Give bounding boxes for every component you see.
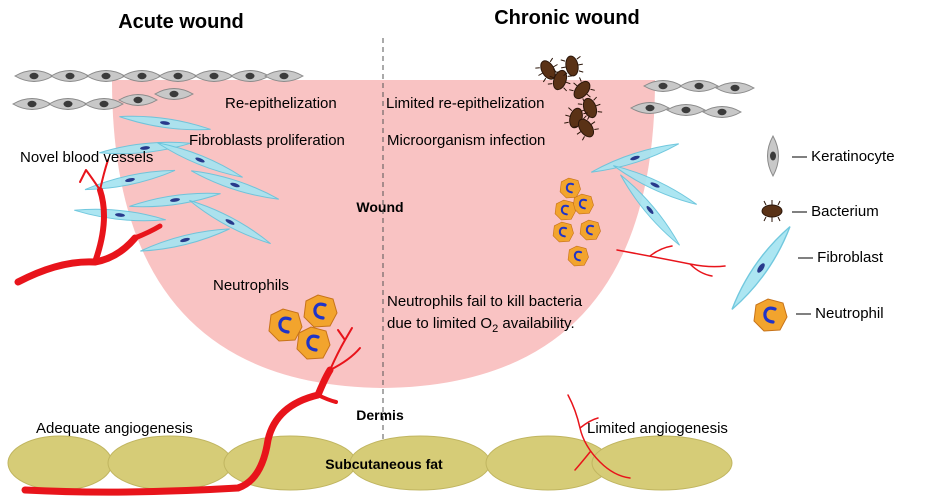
label-novel-blood-vessels: Novel blood vessels (20, 149, 153, 166)
blood-vessels (14, 159, 726, 496)
legend-bacterium-label: — Bacterium (792, 203, 879, 220)
legend-keratinocyte-label: — Keratinocyte (792, 148, 895, 165)
label-neutrophils: Neutrophils (213, 277, 289, 294)
label-microorganism-infection: Microorganism infection (387, 132, 545, 149)
legend-keratinocyte-icon (767, 134, 779, 178)
title-chronic: Chronic wound (494, 7, 640, 29)
label-fibroblasts-proliferation: Fibroblasts proliferation (189, 132, 345, 149)
label-dermis: Dermis (356, 407, 404, 423)
legend: — Keratinocyte — Bacterium — Fibroblast … (726, 134, 895, 333)
title-acute: Acute wound (118, 11, 244, 33)
label-neutrophils-fail-line2: due to limited O2 availability. (387, 315, 575, 335)
label-limited-angiogenesis: Limited angiogenesis (587, 420, 728, 437)
subcutaneous-fat-layer (7, 435, 733, 491)
label-wound: Wound (356, 199, 403, 215)
label-re-epithelization: Re-epithelization (225, 95, 337, 112)
label-subcutaneous-fat: Subcutaneous fat (325, 456, 443, 472)
legend-fibroblast-icon (726, 222, 796, 314)
wound-area (112, 80, 655, 388)
label-adequate-angiogenesis: Adequate angiogenesis (36, 420, 193, 437)
legend-bacterium-icon (761, 199, 783, 223)
label-neutrophils-fail-line1: Neutrophils fail to kill bacteria (387, 293, 583, 310)
label-limited-re-epithelization: Limited re-epithelization (386, 95, 544, 112)
legend-neutrophil-icon (752, 297, 789, 333)
legend-fibroblast-label: — Fibroblast (798, 249, 884, 266)
legend-neutrophil-label: — Neutrophil (796, 305, 884, 322)
